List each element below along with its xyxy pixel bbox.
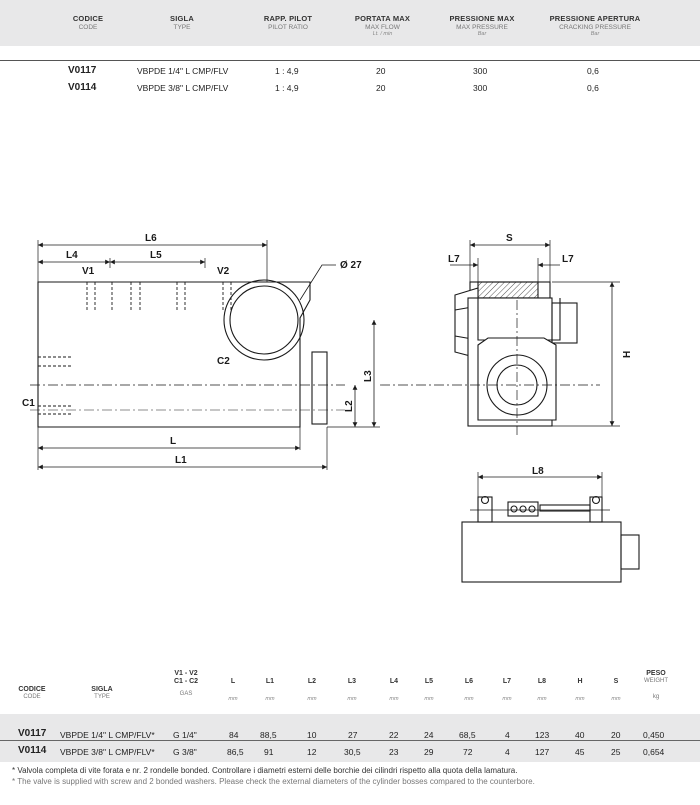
row-h: 45 [575, 747, 585, 757]
dim-label-l4: L4 [66, 250, 78, 261]
row-l5: 24 [424, 730, 434, 740]
header-l8: L8 mm [537, 678, 547, 703]
header-l7: L7 mm [502, 678, 512, 703]
row-type: VBPDE 1/4" L CMP/FLV* [60, 730, 155, 740]
dim-label-diameter: Ø 27 [340, 260, 362, 271]
row-ratio: 1 : 4,9 [275, 83, 299, 93]
row-pressure: 300 [473, 66, 488, 76]
row-separator [0, 740, 700, 741]
row-l8: 123 [535, 730, 550, 740]
dim-label-l5: L5 [150, 250, 162, 261]
dim-label-l3: L3 [363, 370, 374, 382]
row-s: 25 [611, 747, 621, 757]
row-h: 40 [575, 730, 585, 740]
row-pressure: 300 [473, 83, 488, 93]
dim-label-s: S [506, 233, 513, 244]
footnote-english: * The valve is supplied with screw and 2… [12, 777, 535, 786]
row-l1: 88,5 [260, 730, 277, 740]
dim-label-l6: L6 [145, 233, 157, 244]
row-type: VBPDE 3/8" L CMP/FLV [137, 83, 229, 93]
row-weight: 0,654 [643, 747, 665, 757]
dim-label-l: L [170, 436, 176, 447]
header-max-flow: PORTATA MAX MAX FLOW Lt. / min [354, 14, 411, 38]
header-l4: L4 mm [389, 678, 399, 703]
dim-label-l8: L8 [532, 466, 544, 477]
bottom-table-header: CODICE CODE SIGLA TYPE V1 - V2 C1 - C2 G… [0, 662, 700, 714]
header-l6: L6 mm [464, 678, 474, 703]
footnote-italian: * Valvola completa di vite forata e nr. … [12, 766, 518, 775]
header-l1: L1 mm [265, 678, 275, 703]
row-l5: 29 [424, 747, 434, 757]
table-row: V0114 VBPDE 3/8" L CMP/FLV 1 : 4,9 20 30… [0, 82, 700, 96]
header-thread: V1 - V2 C1 - C2 GAS [173, 670, 199, 697]
port-label-c1: C1 [22, 398, 35, 409]
row-l6: 72 [463, 747, 473, 757]
row-l4: 22 [389, 730, 399, 740]
row-code: V0114 [18, 745, 47, 756]
header-cracking-pressure: PRESSIONE APERTURA CRACKING PRESSURE Bar [549, 14, 641, 38]
row-type: VBPDE 3/8" L CMP/FLV* [60, 747, 155, 757]
row-ratio: 1 : 4,9 [275, 66, 299, 76]
row-l6: 68,5 [459, 730, 476, 740]
row-l3: 30,5 [344, 747, 361, 757]
port-label-v2: V2 [217, 266, 230, 277]
row-l7: 4 [505, 730, 510, 740]
header-weight: PESO WEIGHT kg [644, 670, 668, 700]
row-l3: 27 [348, 730, 358, 740]
header-s: S mm [611, 678, 621, 703]
top-view [461, 472, 640, 583]
dim-label-l7-right: L7 [562, 254, 574, 265]
bottom-table-body [0, 714, 700, 762]
dim-label-l1: L1 [175, 455, 187, 466]
header-code: CODICE CODE [72, 14, 104, 31]
dim-label-h: H [622, 351, 633, 358]
row-flow: 20 [376, 83, 386, 93]
dim-label-l2: L2 [344, 400, 355, 412]
table-row: V0117 VBPDE 1/4" L CMP/FLV 1 : 4,9 20 30… [0, 65, 700, 79]
header-h: H mm [575, 678, 585, 703]
row-cracking: 0,6 [587, 66, 599, 76]
row-l8: 127 [535, 747, 550, 757]
row-l2: 10 [307, 730, 317, 740]
row-gas: G 3/8" [173, 747, 197, 757]
front-view [30, 240, 380, 470]
row-type: VBPDE 1/4" L CMP/FLV [137, 66, 229, 76]
row-s: 20 [611, 730, 621, 740]
row-l: 84 [229, 730, 239, 740]
top-table-rule [0, 60, 700, 61]
side-view [380, 240, 620, 435]
header-pilot-ratio: RAPP. PILOT PILOT RATIO [263, 14, 313, 31]
table-row: V0117 VBPDE 1/4" L CMP/FLV* G 1/4" 84 88… [0, 726, 700, 744]
top-table-header: CODICE CODE SIGLA TYPE RAPP. PILOT PILOT… [0, 0, 700, 46]
row-code: V0114 [68, 82, 97, 93]
row-gas: G 1/4" [173, 730, 197, 740]
row-l4: 23 [389, 747, 399, 757]
row-code: V0117 [68, 65, 97, 76]
header-code: CODICE CODE [18, 686, 46, 701]
row-l7: 4 [505, 747, 510, 757]
header-l5: L5 mm [424, 678, 434, 703]
header-l2: L2 mm [307, 678, 317, 703]
row-l1: 91 [264, 747, 274, 757]
header-l: L mm [228, 678, 238, 703]
row-flow: 20 [376, 66, 386, 76]
table-row: V0114 VBPDE 3/8" L CMP/FLV* G 3/8" 86,5 … [0, 743, 700, 761]
row-cracking: 0,6 [587, 83, 599, 93]
header-type: SIGLA TYPE [170, 14, 194, 31]
port-label-c2: C2 [217, 356, 230, 367]
header-l3: L3 mm [347, 678, 357, 703]
row-l2: 12 [307, 747, 317, 757]
row-l: 86,5 [227, 747, 244, 757]
dim-label-l7-left: L7 [448, 254, 460, 265]
technical-drawing: L6 L4 L5 V1 V2 Ø 27 C2 C1 L3 L2 L L1 [22, 233, 640, 583]
row-code: V0117 [18, 728, 47, 739]
header-type: SIGLA TYPE [91, 686, 113, 701]
port-label-v1: V1 [82, 266, 95, 277]
header-max-pressure: PRESSIONE MAX MAX PRESSURE Bar [449, 14, 515, 38]
row-weight: 0,450 [643, 730, 665, 740]
